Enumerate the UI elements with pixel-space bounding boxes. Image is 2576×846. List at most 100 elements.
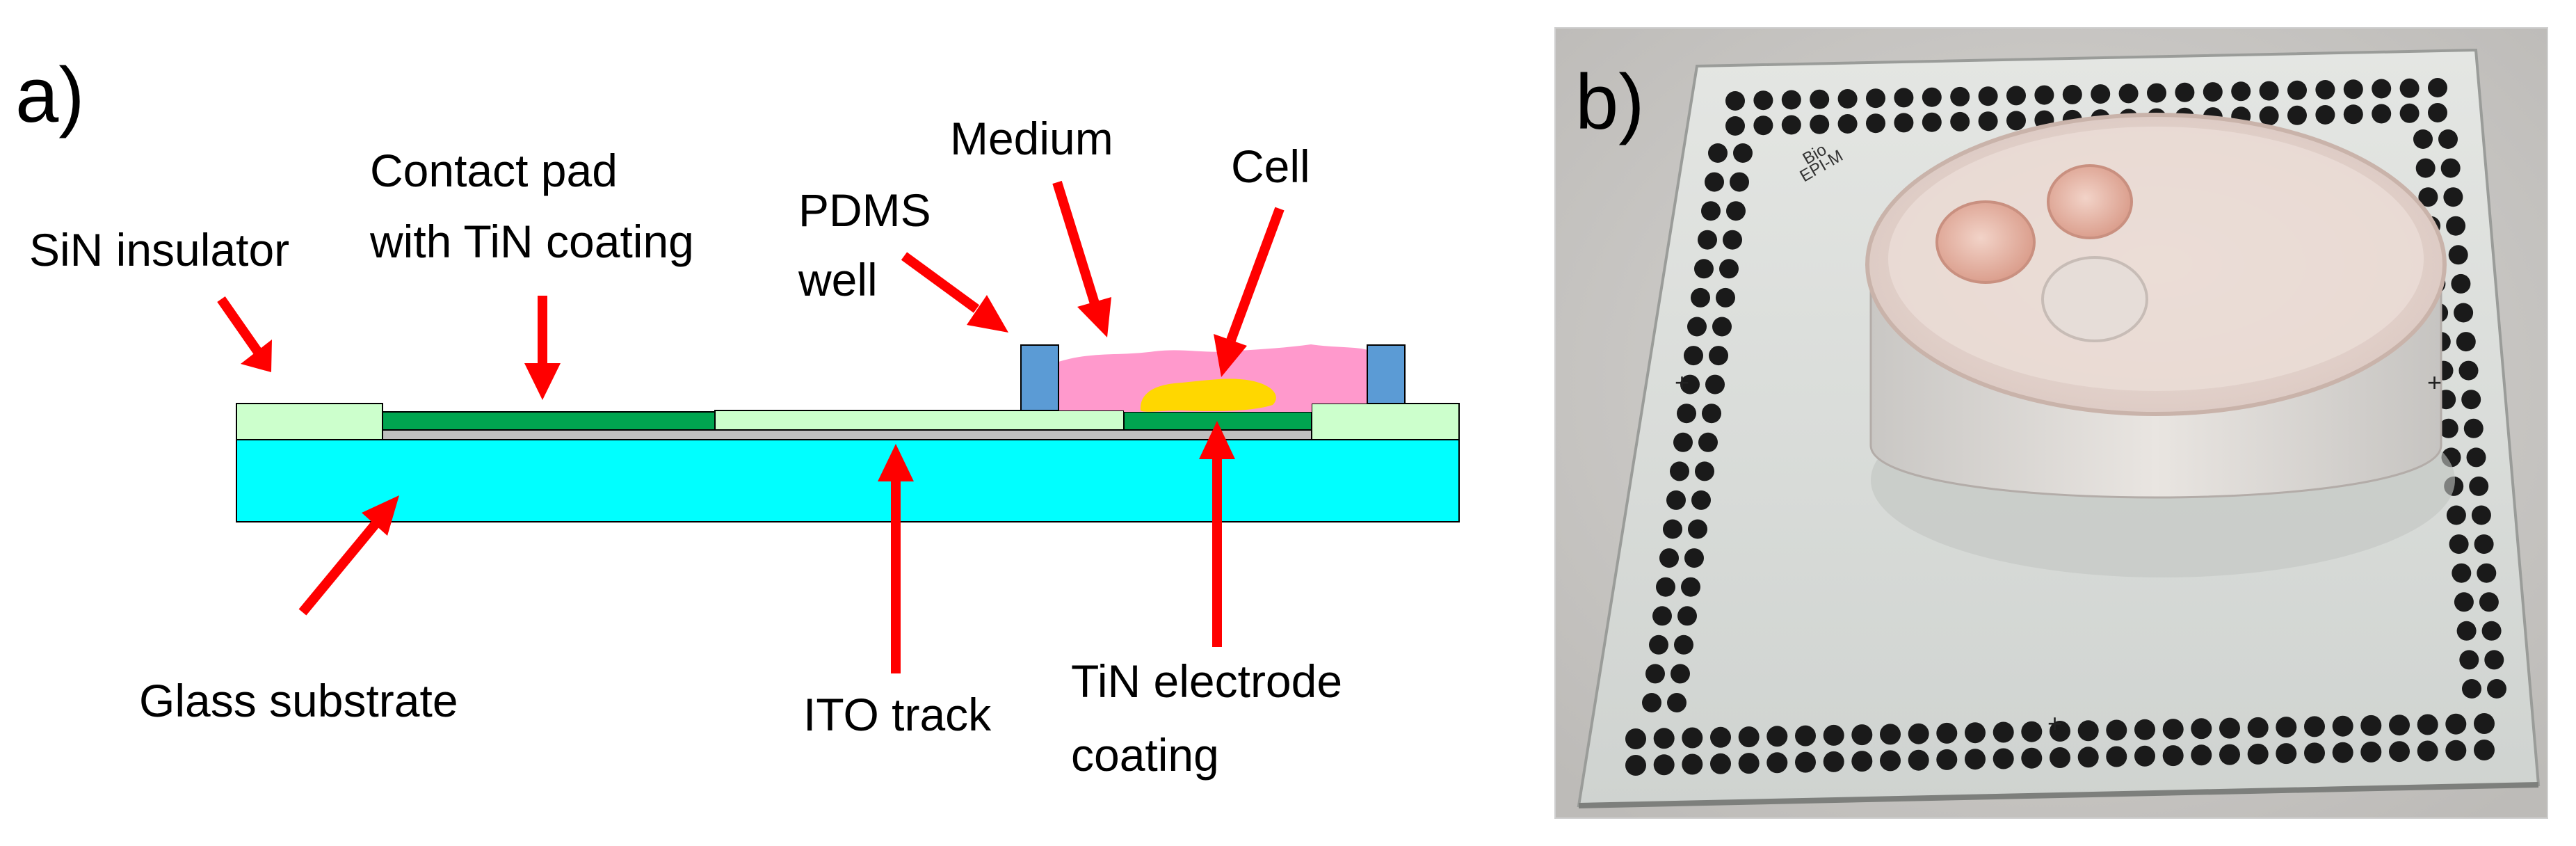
- electrode-dot: [2456, 621, 2477, 641]
- label-pdms-line1: PDMS: [798, 184, 931, 236]
- electrode-dot: [2106, 719, 2127, 741]
- electrode-dot: [1766, 752, 1788, 774]
- label-cell: Cell: [1231, 141, 1310, 192]
- electrode-dot: [1705, 172, 1724, 192]
- mini-well-top: [2047, 164, 2133, 239]
- electrode-dot: [2134, 719, 2155, 740]
- electrode-dot: [1993, 721, 2014, 743]
- electrode-dot: [1993, 748, 2014, 769]
- electrode-dot: [1936, 749, 1958, 770]
- electrode-dot: [1710, 753, 1731, 774]
- electrode-dot: [1866, 88, 1885, 109]
- electrode-dot: [2449, 534, 2469, 554]
- electrode-dot: [2021, 747, 2043, 769]
- electrode-dot: [1682, 753, 1703, 775]
- arrow-tin-electrode: [1199, 421, 1235, 647]
- electrode-dot: [1708, 143, 1728, 163]
- electrode-dot: [1738, 726, 1760, 748]
- electrode-dot: [1837, 114, 1858, 134]
- arrow-glass-substrate: [298, 495, 399, 616]
- electrode-dot: [1625, 728, 1646, 749]
- electrode-dot: [2389, 715, 2410, 736]
- electrode-dot: [1908, 723, 1929, 744]
- arrow-ito-track: [878, 444, 914, 673]
- electrode-dot: [1702, 404, 1721, 424]
- label-medium: Medium: [950, 113, 1113, 164]
- electrode-dot: [1719, 259, 1739, 279]
- electrode-dot: [1936, 722, 1958, 744]
- electrode-dot: [2276, 743, 2297, 765]
- electrode-dot: [1652, 606, 1672, 626]
- electrode-dot: [2332, 715, 2353, 737]
- electrode-dot: [2276, 717, 2297, 738]
- electrode-dot: [2477, 563, 2497, 583]
- electrode-dot: [1663, 519, 1682, 539]
- electrode-dot: [1694, 259, 1714, 279]
- electrode-dot: [2417, 714, 2438, 735]
- arrow-medium: [1052, 180, 1111, 337]
- electrode-dot: [1810, 89, 1830, 109]
- label-ito-track: ITO track: [803, 689, 992, 740]
- electrode-dot: [2219, 717, 2240, 739]
- electrode-dot: [1709, 346, 1728, 366]
- electrode-dot: [2034, 85, 2054, 105]
- panel-a: a): [15, 51, 1460, 781]
- electrode-dot: [1851, 751, 1873, 772]
- electrode-dot: [1795, 725, 1816, 747]
- panel-b-letter: b): [1575, 58, 1645, 145]
- electrode-dot: [1680, 374, 1700, 394]
- medium-region: [1058, 344, 1367, 412]
- electrode-dot: [1922, 87, 1942, 107]
- electrode-dot: [2006, 111, 2026, 131]
- electrode-dot: [1866, 113, 1885, 134]
- electrode-dot: [2343, 79, 2363, 99]
- electrode-dots: [1625, 78, 2506, 776]
- electrode-dot: [2191, 744, 2212, 766]
- electrode-dot: [1673, 432, 1693, 452]
- electrode-dot: [2304, 742, 2325, 764]
- electrode-dot: [1753, 115, 1773, 136]
- electrode-dot: [2413, 129, 2433, 149]
- electrode-dot: [2360, 715, 2382, 736]
- electrode-dot: [2440, 158, 2461, 178]
- electrode-dot: [2134, 745, 2155, 767]
- electrode-dot: [1725, 91, 1745, 111]
- electrode-dot: [1908, 749, 1929, 771]
- electrode-dot: [1653, 728, 1675, 749]
- label-sin-insulator: SiN insulator: [29, 224, 289, 276]
- cell-body: [1140, 378, 1276, 412]
- label-contact-pad-line2: with TiN coating: [369, 216, 694, 267]
- electrode-dot: [2219, 744, 2240, 765]
- electrode-dot: [1698, 230, 1717, 250]
- electrode-dot: [2315, 80, 2335, 99]
- electrode-dot: [2463, 418, 2484, 438]
- electrode-dot: [2399, 78, 2420, 98]
- electrode-dot: [1733, 143, 1753, 163]
- label-glass-substrate: Glass substrate: [139, 675, 458, 726]
- electrode-dot: [2050, 747, 2070, 768]
- electrode-dot: [1642, 693, 1661, 712]
- electrode-dot: [2428, 103, 2447, 122]
- electrode-dot: [1880, 750, 1901, 772]
- tin-contact-pad-layer: [382, 411, 716, 431]
- electrode-dot: [2474, 713, 2495, 734]
- electrode-dot: [2443, 187, 2463, 207]
- electrode-dot: [2474, 740, 2495, 760]
- electrode-dot: [2448, 245, 2468, 265]
- electrode-dot: [2259, 81, 2279, 101]
- pdms-well-left: [1020, 344, 1059, 411]
- electrode-dot: [1656, 577, 1675, 597]
- mini-well-left: [1935, 200, 2036, 284]
- electrode-dot: [1725, 116, 1745, 136]
- electrode-dot: [1674, 634, 1693, 655]
- electrode-dot: [2304, 716, 2325, 737]
- label-contact-pad-line1: Contact pad: [370, 145, 618, 196]
- label-tin-electrode-line2: coating: [1071, 729, 1219, 781]
- electrode-dot: [1726, 201, 1746, 221]
- arrow-sin-insulator: [217, 296, 272, 372]
- electrode-dot: [2484, 650, 2504, 670]
- electrode-dot: [2469, 476, 2489, 496]
- ito-track-layer: [372, 429, 1326, 440]
- electrode-dot: [1781, 115, 1801, 135]
